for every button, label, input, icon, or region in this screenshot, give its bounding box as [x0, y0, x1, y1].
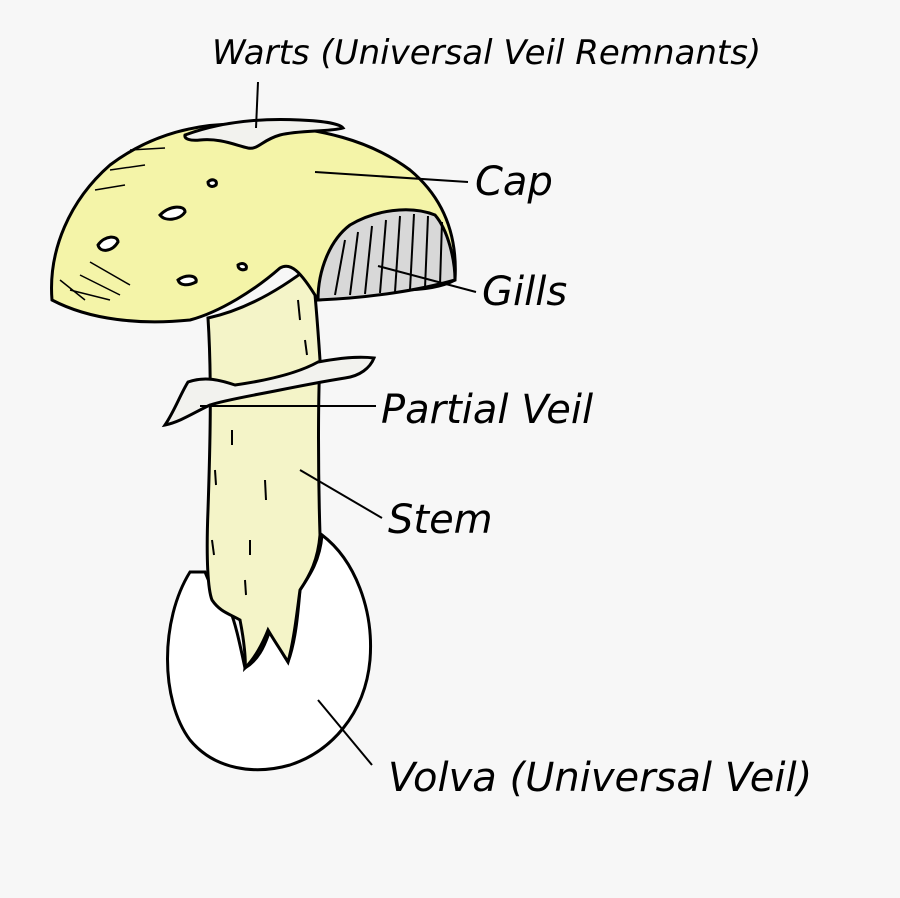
label-gills: Gills [482, 269, 568, 315]
cap-spots [96, 178, 248, 287]
label-stem: Stem [388, 497, 493, 543]
leader-volva [317, 699, 373, 766]
gill-lines [334, 213, 443, 296]
label-partial-veil: Partial Veil [381, 387, 594, 433]
label-volva: Volva (Universal Veil) [388, 755, 813, 801]
stem-speckles [211, 299, 308, 596]
leader-warts [255, 81, 259, 129]
leader-stem [299, 469, 383, 519]
leader-cap [314, 171, 469, 183]
warts-shape [183, 118, 346, 150]
leader-gills [377, 265, 477, 293]
cap-hatching [59, 147, 166, 301]
partial-veil-shape [161, 355, 377, 428]
stem-shape [205, 262, 322, 673]
leader-lines [200, 81, 477, 766]
label-cap: Cap [475, 159, 553, 205]
label-warts: Warts (Universal Veil Remnants) [212, 33, 762, 73]
